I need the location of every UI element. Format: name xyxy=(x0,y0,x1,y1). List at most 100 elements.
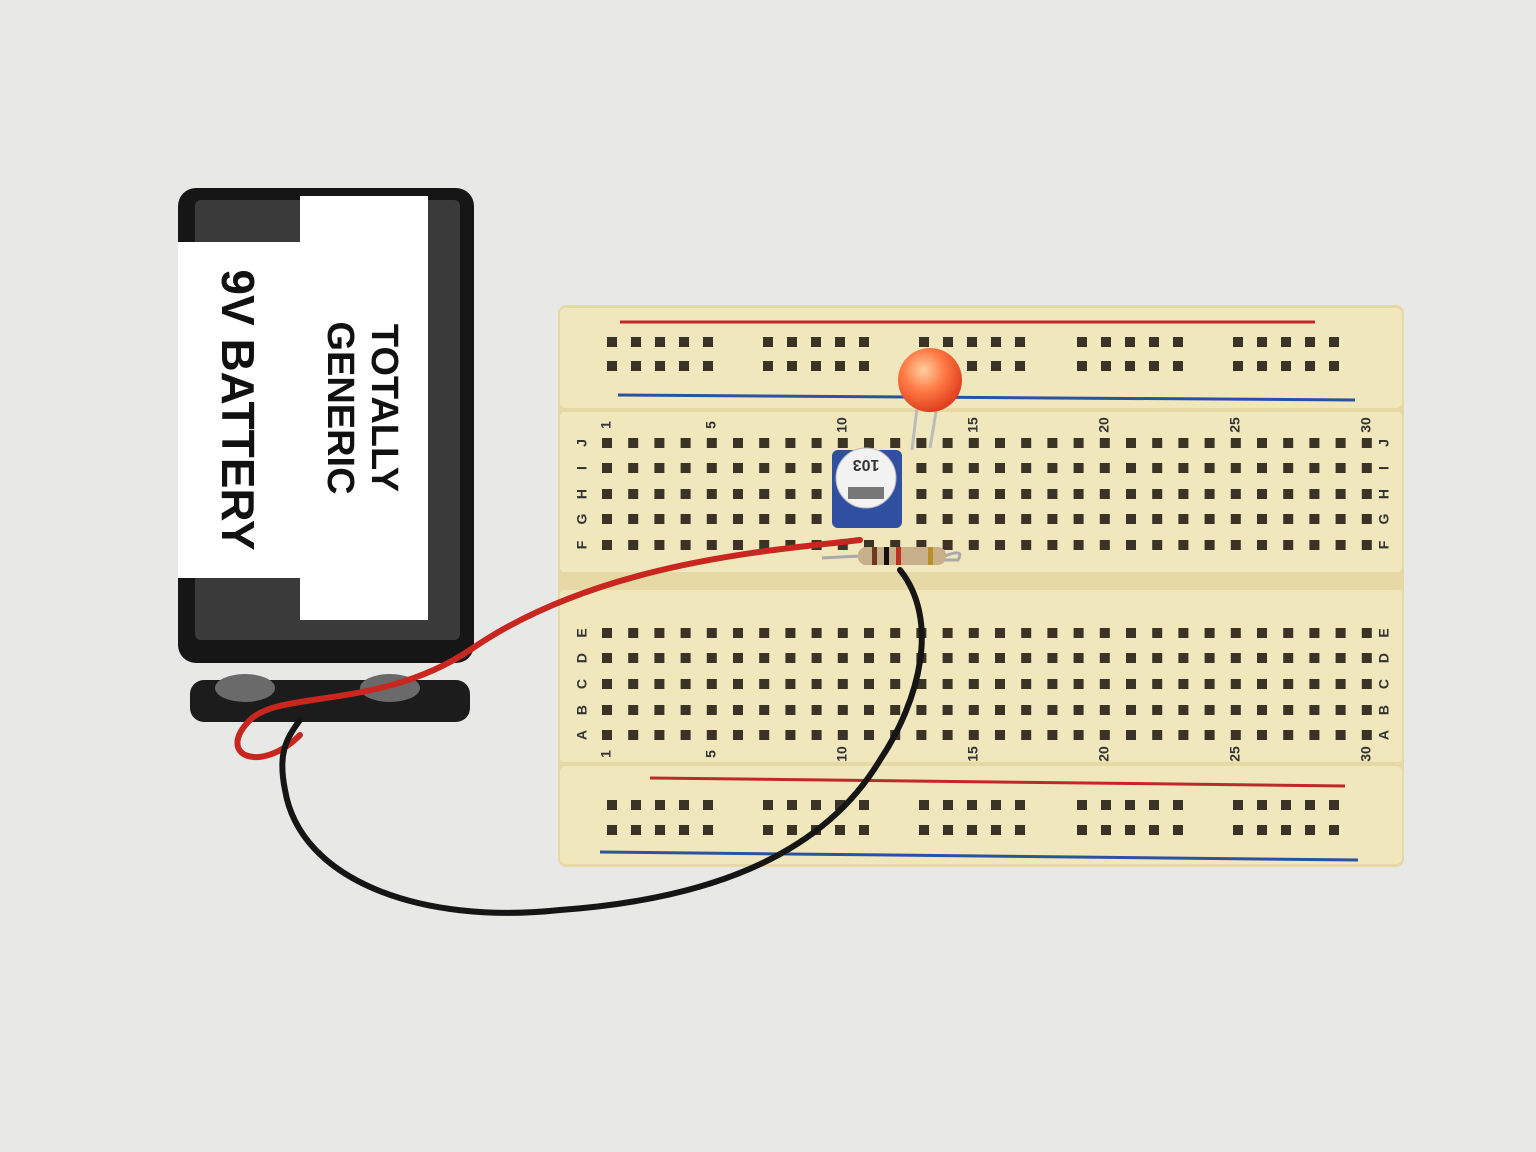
breadboard-hole xyxy=(1361,514,1372,524)
breadboard-hole xyxy=(1257,540,1267,550)
battery-label-top xyxy=(300,196,428,620)
battery-label-main-text: 9V BATTERY xyxy=(212,269,264,550)
breadboard-hole xyxy=(733,540,743,550)
breadboard-hole xyxy=(1204,705,1215,715)
rail-red-line xyxy=(649,776,1346,788)
breadboard-hole xyxy=(1021,730,1032,740)
breadboard-hole xyxy=(1152,653,1163,663)
breadboard-hole xyxy=(1309,438,1320,448)
breadboard-hole xyxy=(1021,514,1032,524)
breadboard-hole xyxy=(1126,679,1136,689)
breadboard-hole xyxy=(1126,705,1136,715)
breadboard-hole xyxy=(1047,463,1058,473)
breadboard-hole xyxy=(1204,653,1215,663)
breadboard-hole xyxy=(943,800,953,810)
breadboard-hole xyxy=(1173,361,1183,371)
breadboard-hole xyxy=(759,463,770,473)
breadboard-hole xyxy=(1257,705,1267,715)
breadboard-hole xyxy=(991,800,1001,810)
breadboard-hole xyxy=(1073,489,1084,499)
breadboard-hole xyxy=(995,463,1005,473)
breadboard-hole xyxy=(628,705,639,715)
column-label: 20 xyxy=(1096,746,1112,762)
breadboard-hole xyxy=(1335,653,1346,663)
breadboard-hole xyxy=(1149,361,1159,371)
breadboard-hole xyxy=(811,514,822,524)
breadboard-hole xyxy=(1283,679,1294,689)
breadboard-hole xyxy=(995,653,1005,663)
breadboard-hole xyxy=(942,705,953,715)
breadboard-hole xyxy=(1204,514,1215,524)
breadboard-hole xyxy=(785,514,796,524)
breadboard-hole xyxy=(1335,705,1346,715)
breadboard-hole xyxy=(785,438,796,448)
breadboard-hole xyxy=(602,514,612,524)
breadboard-hole xyxy=(1021,438,1032,448)
column-label: 1 xyxy=(598,750,614,758)
breadboard-hole xyxy=(1047,628,1058,638)
breadboard-hole xyxy=(1099,628,1110,638)
row-label: C xyxy=(574,679,590,689)
breadboard-hole xyxy=(890,653,901,663)
breadboard-hole xyxy=(991,337,1001,347)
breadboard-hole xyxy=(1073,653,1084,663)
breadboard-hole xyxy=(811,730,822,740)
breadboard-hole xyxy=(1152,489,1163,499)
column-label: 5 xyxy=(703,421,719,429)
breadboard-hole xyxy=(1329,361,1339,371)
breadboard-hole xyxy=(733,628,743,638)
breadboard-hole xyxy=(1257,514,1267,524)
row-label: G xyxy=(1376,513,1392,524)
breadboard-hole xyxy=(785,653,796,663)
breadboard-hole xyxy=(733,653,743,663)
breadboard-hole xyxy=(1281,800,1291,810)
breadboard-hole xyxy=(890,705,901,715)
breadboard-hole xyxy=(1309,679,1320,689)
breadboard-hole xyxy=(1305,825,1315,835)
breadboard-hole xyxy=(607,825,617,835)
breadboard-hole xyxy=(916,730,927,740)
breadboard-hole xyxy=(1099,540,1110,550)
breadboard-hole xyxy=(1077,825,1087,835)
breadboard-hole xyxy=(995,438,1005,448)
row-label: I xyxy=(574,466,590,470)
breadboard-hole xyxy=(1230,540,1241,550)
breadboard-hole xyxy=(1152,438,1163,448)
breadboard-hole xyxy=(1257,438,1267,448)
breadboard-hole xyxy=(991,361,1001,371)
breadboard-hole xyxy=(1361,653,1372,663)
column-label: 5 xyxy=(703,750,719,758)
breadboard-hole xyxy=(1047,679,1058,689)
breadboard-hole xyxy=(1233,825,1243,835)
breadboard-hole xyxy=(968,540,979,550)
breadboard-hole xyxy=(680,463,691,473)
breadboard-hole xyxy=(1257,679,1267,689)
breadboard-hole xyxy=(1149,800,1159,810)
breadboard-hole xyxy=(1329,337,1339,347)
breadboard-hole xyxy=(837,628,848,638)
row-label: F xyxy=(574,540,590,549)
resistor-band xyxy=(872,547,877,565)
breadboard-hole xyxy=(787,337,797,347)
breadboard-hole xyxy=(631,800,641,810)
breadboard-hole xyxy=(1309,730,1320,740)
column-label: 30 xyxy=(1358,417,1374,433)
column-label: 10 xyxy=(834,417,850,433)
breadboard-hole xyxy=(967,361,977,371)
breadboard-hole xyxy=(1178,628,1189,638)
breadboard-hole xyxy=(733,730,743,740)
breadboard-hole xyxy=(759,628,770,638)
terminal-strip-top xyxy=(560,412,1402,572)
breadboard-hole xyxy=(1178,489,1189,499)
breadboard-hole xyxy=(680,438,691,448)
breadboard-hole xyxy=(607,361,617,371)
breadboard-hole xyxy=(1152,463,1163,473)
breadboard-hole xyxy=(759,514,770,524)
breadboard-hole xyxy=(811,679,822,689)
breadboard-hole xyxy=(1125,337,1135,347)
breadboard-hole xyxy=(1099,514,1110,524)
breadboard-hole xyxy=(1125,800,1135,810)
breadboard-hole xyxy=(1099,705,1110,715)
breadboard-hole xyxy=(654,463,665,473)
